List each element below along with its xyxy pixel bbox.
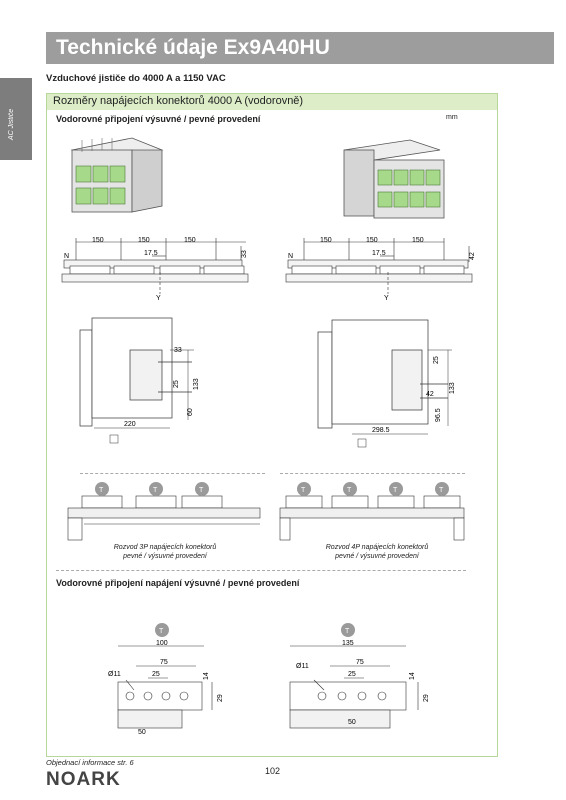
dim-150-d: 150 [320, 237, 332, 244]
dim-25-b: 25 [348, 671, 356, 678]
top-view-4p: 150 150 150 17.5 N Y 42 [285, 237, 476, 302]
dim-33: 33 [241, 250, 248, 258]
dim-33-side: 33 [174, 347, 182, 354]
side-tab-label: AC Jističe [8, 108, 15, 140]
dim-29-a: 29 [217, 694, 224, 702]
brand-logo: NOARK [46, 769, 121, 790]
heading-horizontal-connection: Vodorovné připojení výsuvné / pevné prov… [56, 114, 261, 124]
dim-14-a: 14 [203, 672, 210, 680]
divider-3p [80, 473, 265, 474]
dim-298-5: 298.5 [372, 427, 390, 434]
page-number: 102 [265, 766, 281, 776]
dim-60-side: 60 [187, 408, 194, 416]
dim-50-b: 50 [348, 719, 356, 726]
dim-17-5-b: 17.5 [372, 250, 386, 257]
dim-100: 100 [156, 640, 168, 647]
dim-133-side-4p: 133 [449, 382, 456, 394]
dim-133-side: 133 [193, 378, 200, 390]
dim-220: 220 [124, 421, 136, 428]
dim-17-5: 17.5 [144, 250, 158, 257]
page-title: Technické údaje Ex9A40HU [56, 36, 330, 59]
dim-96-5: 96.5 [435, 408, 442, 422]
dim-25-side: 25 [173, 380, 180, 388]
caption-4p-line1: Rozvod 4P napájecích konektorů [325, 544, 429, 551]
divider-4p [280, 473, 465, 474]
dim-dia11-a: Ø11 [108, 671, 121, 678]
label-t1-h: T [159, 628, 164, 635]
heading-horizontal-supply: Vodorovné připojení napájení výsuvné / p… [56, 578, 300, 588]
side-tab [0, 78, 32, 160]
dim-dia11-b: Ø11 [296, 663, 309, 670]
breaker-4p-image [343, 139, 445, 219]
label-t1-g: T [439, 487, 444, 494]
dim-14-b: 14 [409, 672, 416, 680]
dim-150-e: 150 [366, 237, 378, 244]
top-view-3p: 150 150 150 17.5 N Y 33 [61, 237, 249, 302]
label-n: N [64, 253, 69, 260]
connector-detail-135: T 135 75 25 Ø11 14 29 50 [289, 623, 430, 729]
connector-detail-100: T 100 75 25 Ø11 14 29 50 [108, 623, 224, 736]
subtitle: Vzduchové jističe do 4000 A a 1150 VAC [46, 73, 226, 84]
dim-42: 42 [469, 252, 476, 260]
label-t1-f: T [393, 487, 398, 494]
dim-75-b: 75 [356, 659, 364, 666]
dim-42-side: 42 [426, 391, 434, 398]
section-header [47, 94, 497, 110]
dim-75-a: 75 [160, 659, 168, 666]
distribution-3p: T T T [67, 482, 261, 541]
unit-label: mm [446, 114, 458, 121]
side-view-3p: 33 25 133 60 220 [79, 317, 200, 444]
dim-150-a: 150 [92, 237, 104, 244]
caption-3p-line2: pevné / výsuvné provedení [123, 553, 207, 560]
caption-4p-line2: pevné / výsuvné provedení [335, 553, 419, 560]
dim-50-a: 50 [138, 729, 146, 736]
side-view-4p: 25 42 133 96.5 298.5 [317, 319, 456, 448]
dim-29-b: 29 [423, 694, 430, 702]
dim-25-a: 25 [152, 671, 160, 678]
dim-150-f: 150 [412, 237, 424, 244]
label-t1-e: T [347, 487, 352, 494]
section-title: Rozměry napájecích konektorů 4000 A (vod… [53, 95, 304, 107]
divider-bottom [56, 570, 466, 571]
dim-135: 135 [342, 640, 354, 647]
label-t1-d: T [301, 487, 306, 494]
title-bar [46, 32, 554, 64]
label-y-b: Y [384, 295, 389, 302]
distribution-4p: T T T T [279, 482, 465, 541]
label-y: Y [156, 295, 161, 302]
footer-note: Objednací informace str. 6 [46, 758, 134, 767]
label-t1-c: T [199, 487, 204, 494]
label-t1-b: T [153, 487, 158, 494]
dim-150-c: 150 [184, 237, 196, 244]
label-t1-i: T [345, 628, 350, 635]
caption-3p-line1: Rozvod 3P napájecích konektorů [113, 544, 217, 551]
dim-150-b: 150 [138, 237, 150, 244]
label-t1-a: T [99, 487, 104, 494]
section-box [46, 93, 498, 757]
dim-25-side-4p: 25 [433, 356, 440, 364]
breaker-3p-image [70, 137, 164, 213]
label-n-b: N [288, 253, 293, 260]
